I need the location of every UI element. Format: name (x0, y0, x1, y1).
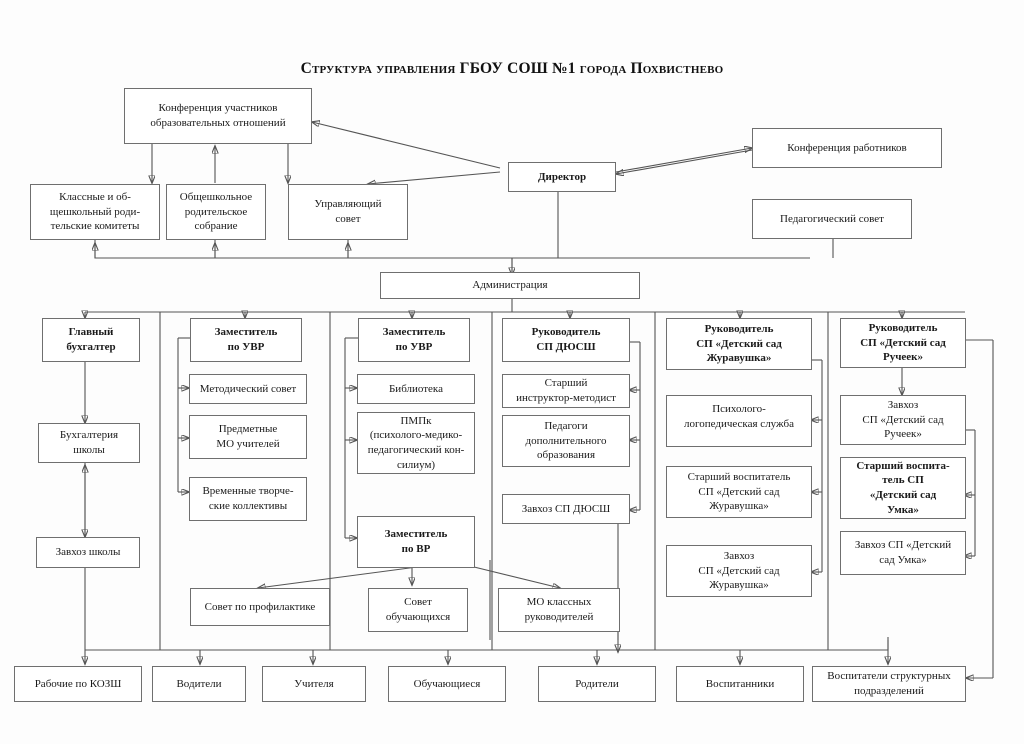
node-pupils[interactable]: Воспитанники (676, 666, 804, 702)
node-students[interactable]: Обучающиеся (388, 666, 506, 702)
node-label: Заместитель по УВР (382, 326, 446, 353)
node-supply-manager-umka[interactable]: Завхоз СП «Детский сад Умка» (840, 531, 966, 575)
node-deputy-uvr-2[interactable]: Заместитель по УВР (358, 318, 470, 362)
node-senior-instructor-methodist[interactable]: Старший инструктор-методист (502, 374, 630, 408)
node-label: Заместитель по ВР (384, 528, 448, 555)
node-label: Заместитель по УВР (214, 326, 278, 353)
node-drivers[interactable]: Водители (152, 666, 246, 702)
node-label: Конференция работников (787, 141, 907, 154)
node-label: Завхоз СП «Детский сад Умка» (854, 539, 952, 566)
node-conference-workers[interactable]: Конференция работников (752, 128, 942, 168)
node-chief-accountant[interactable]: Главный бухгалтер (42, 318, 140, 362)
node-psych-logoped-service[interactable]: Психолого- логопедическая служба (666, 395, 812, 447)
node-label: Главный бухгалтер (66, 326, 116, 353)
node-workers-kozsh[interactable]: Рабочие по КОЗШ (14, 666, 142, 702)
node-head-sp-zhuravushka[interactable]: Руководитель СП «Детский сад Журавушка» (666, 318, 812, 370)
node-school-accounting[interactable]: Бухгалтерия школы (38, 423, 140, 463)
node-parents[interactable]: Родители (538, 666, 656, 702)
node-label: Руководитель СП «Детский сад Журавушка» (696, 323, 782, 365)
node-library[interactable]: Библиотека (357, 374, 475, 404)
node-senior-educator-umka[interactable]: Старший воспита- тель СП «Детский сад Ум… (840, 457, 966, 519)
page-title: Структура управления ГБОУ СОШ №1 города … (300, 60, 724, 77)
node-label: Воспитанники (705, 677, 775, 690)
node-label: Психолого- логопедическая служба (684, 403, 794, 430)
node-label: Руководитель СП ДЮСШ (531, 326, 601, 353)
node-label: Руководитель СП «Детский сад Ручеек» (860, 322, 946, 364)
node-supply-manager-zhuravushka[interactable]: Завхоз СП «Детский сад Журавушка» (666, 545, 812, 597)
node-label: Предметные МО учителей (216, 423, 280, 450)
node-label: Старший воспита- тель СП «Детский сад Ум… (856, 459, 950, 516)
node-school-supply-manager[interactable]: Завхоз школы (36, 537, 140, 568)
node-governing-council[interactable]: Управляющий совет (288, 184, 408, 240)
node-supply-manager-dyussh[interactable]: Завхоз СП ДЮСШ (502, 494, 630, 524)
node-label: Родители (575, 677, 619, 690)
node-label: Рабочие по КОЗШ (34, 677, 122, 690)
node-director[interactable]: Директор (508, 162, 616, 192)
node-label: Педагогический совет (780, 212, 884, 225)
node-students-council[interactable]: Совет обучающихся (368, 588, 468, 632)
node-label: Библиотека (388, 382, 443, 395)
node-senior-educator-zhuravushka[interactable]: Старший воспитатель СП «Детский сад Жура… (666, 466, 812, 518)
node-label: Завхоз школы (55, 546, 121, 559)
node-label: Общешкольное родительское собрание (179, 191, 253, 233)
node-label: Методический совет (199, 382, 297, 395)
node-label: Обучающиеся (413, 677, 481, 690)
node-label: Учителя (294, 677, 334, 690)
node-methodical-council[interactable]: Методический совет (189, 374, 307, 404)
node-label: Воспитатели структурных подразделений (827, 670, 951, 697)
node-label: Старший инструктор-методист (516, 377, 616, 404)
node-conference-participants[interactable]: Конференция участников образовательных о… (124, 88, 312, 144)
node-parent-committees[interactable]: Классные и об- щешкольный роди- тельские… (30, 184, 160, 240)
node-deputy-uvr-1[interactable]: Заместитель по УВР (190, 318, 302, 362)
node-label: Временные творче- ские коллективы (202, 485, 294, 512)
node-pedagogical-council[interactable]: Педагогический совет (752, 199, 912, 239)
node-supply-manager-rucheek[interactable]: Завхоз СП «Детский сад Ручеек» (840, 395, 966, 445)
node-label: Бухгалтерия школы (59, 429, 119, 456)
node-label: Завхоз СП «Детский сад Ручеек» (862, 399, 944, 441)
node-label: Педагоги дополнительного образования (525, 420, 607, 462)
node-label: Совет обучающихся (385, 596, 451, 623)
node-subject-mo-teachers[interactable]: Предметные МО учителей (189, 415, 307, 459)
node-administration[interactable]: Администрация (380, 272, 640, 299)
node-temporary-creative-teams[interactable]: Временные творче- ские коллективы (189, 477, 307, 521)
node-additional-education-teachers[interactable]: Педагоги дополнительного образования (502, 415, 630, 467)
node-label: Конференция участников образовательных о… (150, 102, 286, 129)
node-label: Совет по профилактике (204, 600, 316, 613)
node-teachers[interactable]: Учителя (262, 666, 366, 702)
node-label: МО классных руководителей (524, 596, 594, 623)
node-pmpk[interactable]: ПМПк (психолого-медико- педагогический к… (357, 412, 475, 474)
node-head-sp-rucheek[interactable]: Руководитель СП «Детский сад Ручеек» (840, 318, 966, 368)
node-head-sp-dyussh[interactable]: Руководитель СП ДЮСШ (502, 318, 630, 362)
node-label: Водители (176, 677, 222, 690)
node-label: Директор (537, 170, 587, 183)
node-label: ПМПк (психолого-медико- педагогический к… (367, 414, 465, 471)
node-educators-structural-units[interactable]: Воспитатели структурных подразделений (812, 666, 966, 702)
node-label: Управляющий совет (314, 198, 382, 225)
node-label: Завхоз СП «Детский сад Журавушка» (698, 550, 780, 592)
node-label: Завхоз СП ДЮСШ (521, 502, 611, 515)
node-deputy-vr[interactable]: Заместитель по ВР (357, 516, 475, 568)
node-mo-class-teachers[interactable]: МО классных руководителей (498, 588, 620, 632)
node-prevention-council[interactable]: Совет по профилактике (190, 588, 330, 626)
node-label: Администрация (472, 279, 548, 292)
node-label: Старший воспитатель СП «Детский сад Жура… (687, 471, 791, 513)
node-school-parent-meeting[interactable]: Общешкольное родительское собрание (166, 184, 266, 240)
node-label: Классные и об- щешкольный роди- тельские… (49, 191, 141, 233)
